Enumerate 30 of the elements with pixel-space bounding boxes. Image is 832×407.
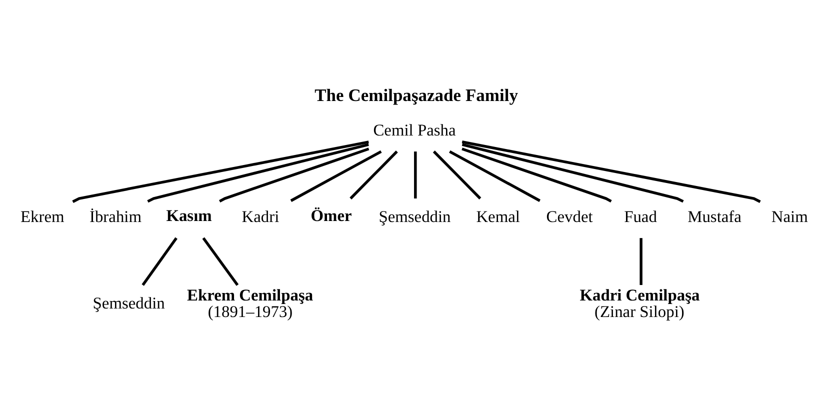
node-text: Ömer (310, 205, 352, 224)
connector (461, 147, 612, 202)
connector (146, 142, 368, 202)
connector (414, 151, 416, 198)
connector (432, 150, 481, 199)
node-text: Ekrem Cemilpaşa (1891–1973) (186, 284, 313, 320)
node-text: Mustafa (687, 206, 741, 226)
node-text: Şemseddin (378, 206, 450, 226)
node-text: Kadri (241, 206, 279, 226)
node-text: Kadri Cemilpaşa (Zinar Silopi) (579, 284, 700, 320)
node-text: Fuad (624, 206, 656, 226)
node-text: İbrahim (89, 206, 141, 226)
diagram-title: The Cemilpaşazade Family (314, 84, 518, 104)
node-text: Şemseddin (92, 293, 164, 312)
connector (349, 150, 398, 199)
node-text: Cevdet (546, 206, 592, 226)
node-text: Ekrem (20, 206, 64, 226)
connector (448, 150, 540, 202)
connector (202, 236, 238, 286)
connector (461, 140, 760, 202)
node-text: Kasım (166, 205, 212, 224)
node-text: Naim (770, 206, 808, 226)
connector (218, 147, 369, 202)
connector (461, 142, 684, 202)
node-text: Kemal (476, 206, 520, 226)
connector (141, 236, 177, 286)
connector (290, 150, 382, 202)
connector (639, 238, 642, 285)
node-text: Cemil Pasha (372, 120, 456, 140)
connector (72, 140, 368, 202)
